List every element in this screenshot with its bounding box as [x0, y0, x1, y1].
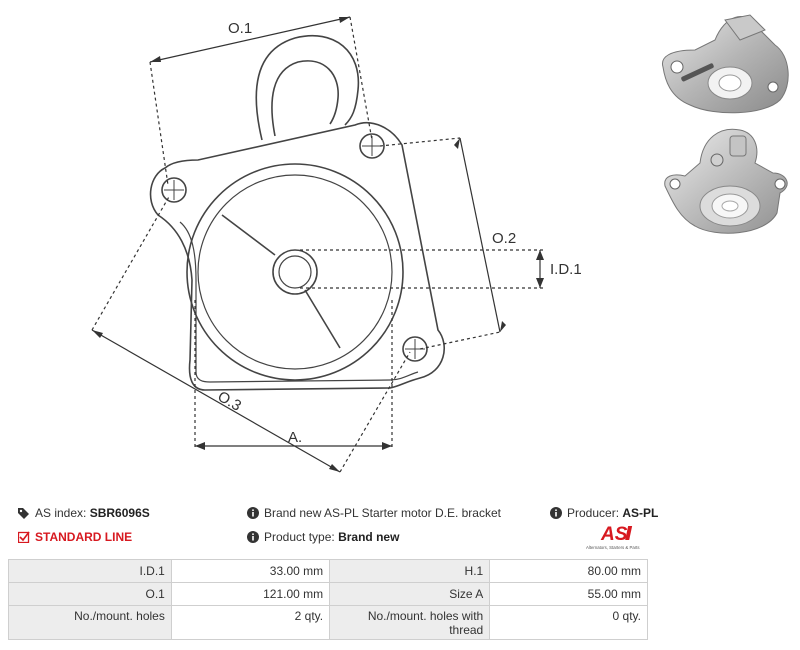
spec-value: 33.00 mm — [170, 559, 331, 583]
product-type-value: Brand new — [338, 530, 400, 544]
product-type-label: Product type: — [264, 530, 335, 544]
tag-icon — [18, 508, 29, 519]
hole-center-marks — [164, 136, 425, 359]
spec-value: 55.00 mm — [489, 582, 648, 606]
dimension-arrows — [92, 17, 544, 472]
spec-value: 2 qty. — [170, 605, 331, 640]
info-icon — [247, 531, 259, 543]
as-index-label: AS index: — [35, 506, 87, 520]
logo-tagline: Alternators, Starters & Parts — [586, 545, 640, 550]
standard-line-label: STANDARD LINE — [35, 530, 133, 544]
spec-label: Size A — [329, 582, 491, 606]
as-pl-logo: AS Alternators, Starters & Parts — [586, 524, 640, 550]
spec-value: 121.00 mm — [170, 582, 331, 606]
info-icon — [550, 507, 562, 519]
label-o1: O.1 — [228, 20, 252, 37]
info-icon — [247, 507, 259, 519]
product-photo-top — [661, 14, 789, 114]
spec-value: 0 qty. — [489, 605, 648, 640]
description: Brand new AS-PL Starter motor D.E. brack… — [247, 506, 501, 520]
as-index-value: SBR6096S — [89, 506, 150, 520]
label-o2: O.2 — [492, 230, 516, 247]
description-text: Brand new AS-PL Starter motor D.E. brack… — [264, 506, 501, 520]
spec-label: I.D.1 — [8, 559, 172, 583]
checkbox-checked-icon — [18, 531, 30, 543]
label-o3: O.3 — [215, 388, 244, 415]
technical-drawing: O.1 O.2 I.D.1 O.3 A. — [91, 16, 582, 473]
producer: Producer: AS-PL — [550, 506, 658, 520]
producer-label: Producer: — [567, 506, 620, 520]
label-id1: I.D.1 — [550, 261, 582, 278]
bracket-outline — [149, 34, 446, 391]
dimension-lines — [91, 16, 545, 473]
as-index: AS index: SBR6096S — [18, 506, 150, 520]
spec-label: H.1 — [329, 559, 491, 583]
product-type: Product type: Brand new — [247, 530, 399, 544]
logo-text: AS — [600, 524, 628, 545]
product-photo-bottom — [664, 128, 788, 234]
spec-value: 80.00 mm — [489, 559, 648, 583]
label-a: A. — [288, 429, 302, 446]
spec-label: O.1 — [8, 582, 172, 606]
spec-label: No./mount. holes — [8, 605, 172, 640]
spec-label: No./mount. holes with thread — [329, 605, 491, 640]
producer-value: AS-PL — [622, 506, 659, 520]
standard-line: STANDARD LINE — [18, 530, 132, 544]
